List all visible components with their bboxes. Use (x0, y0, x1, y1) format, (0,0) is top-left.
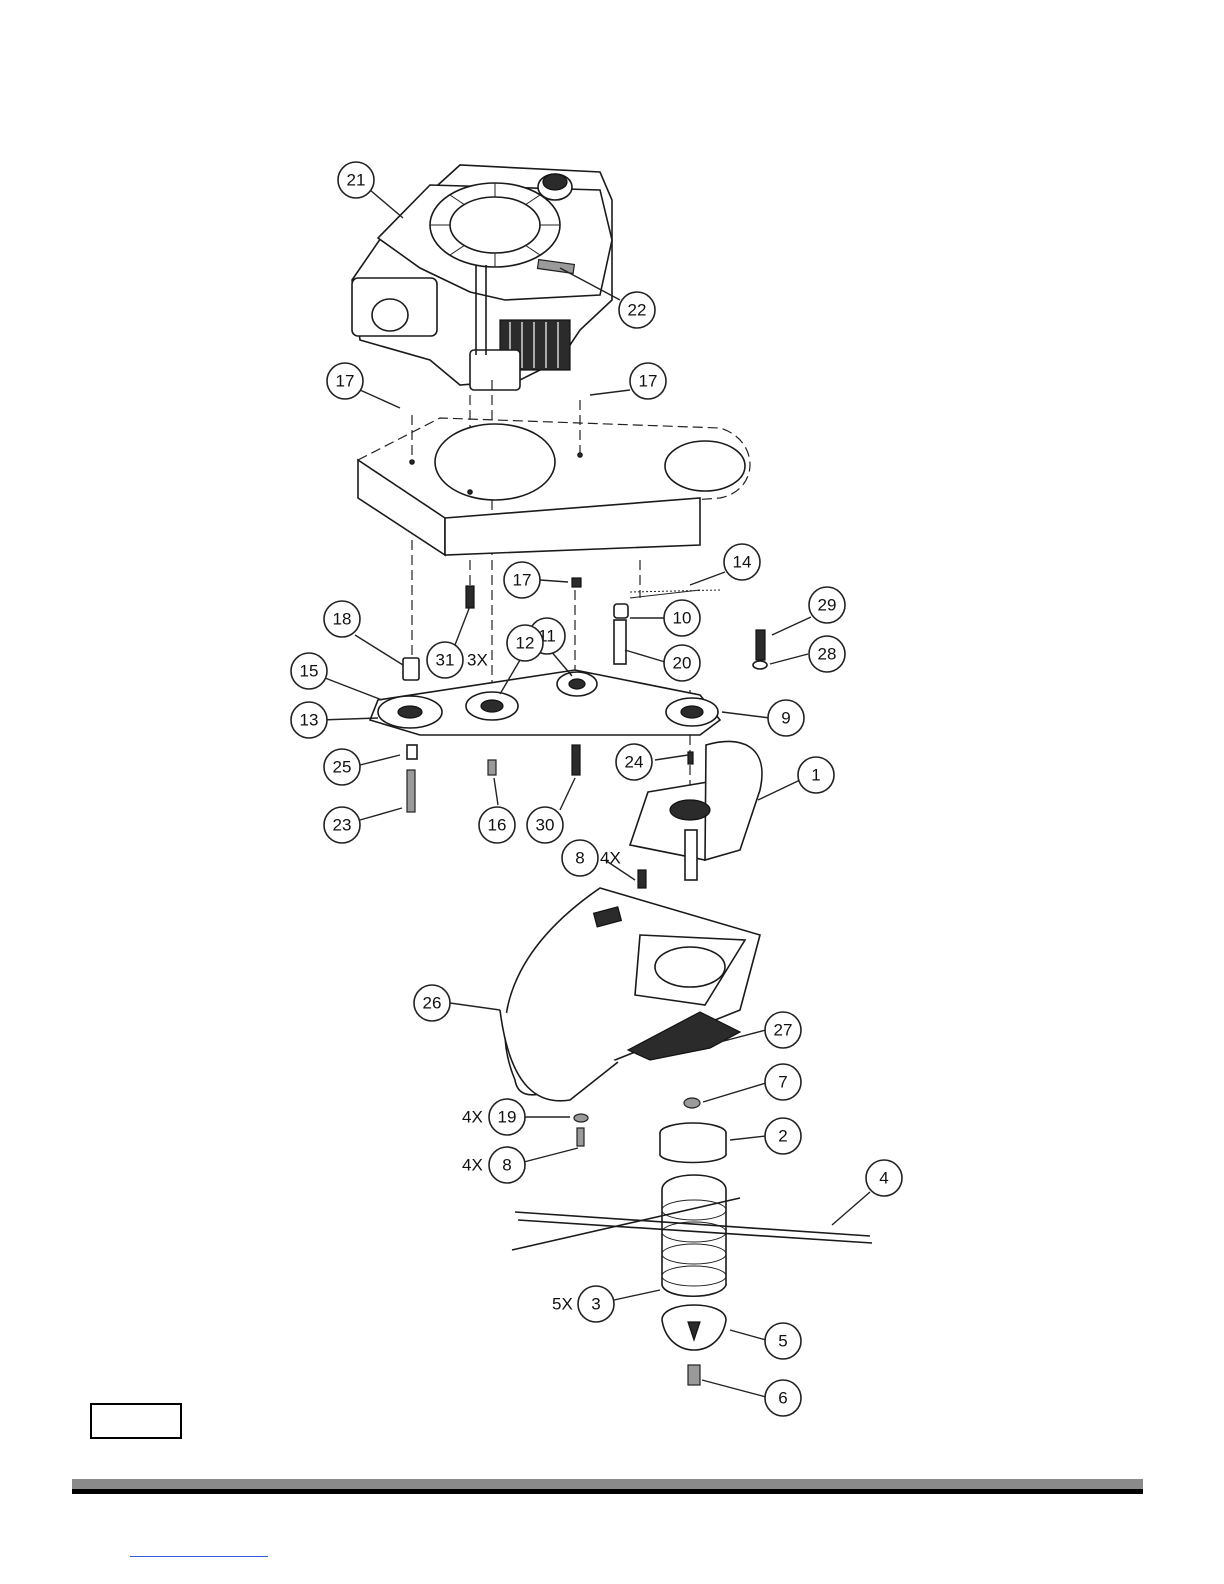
svg-text:8: 8 (575, 849, 584, 868)
page-number-box (90, 1403, 182, 1439)
callout-25: 25 (324, 749, 360, 785)
callout-5: 5 (765, 1323, 801, 1359)
callout-26: 26 (414, 985, 450, 1021)
svg-text:7: 7 (778, 1073, 787, 1092)
callout-1: 1 (798, 757, 834, 793)
callout-10: 10 (664, 600, 700, 636)
svg-text:1: 1 (811, 766, 820, 785)
callout-24: 24 (616, 744, 652, 780)
qty-3: 5X (552, 1295, 573, 1314)
footer-link[interactable] (130, 1556, 268, 1557)
callout-17a: 17 (327, 363, 363, 399)
svg-text:27: 27 (774, 1021, 793, 1040)
callout-13: 13 (291, 702, 327, 738)
callout-27: 27 (765, 1012, 801, 1048)
callout-16: 16 (479, 807, 515, 843)
callout-23: 23 (324, 807, 360, 843)
svg-text:10: 10 (673, 609, 692, 628)
callout-6: 6 (765, 1380, 801, 1416)
callout-2: 2 (765, 1118, 801, 1154)
svg-text:14: 14 (733, 553, 752, 572)
svg-text:28: 28 (818, 645, 837, 664)
callout-30: 30 (527, 807, 563, 843)
qty-31: 3X (467, 651, 488, 670)
callout-7: 7 (765, 1064, 801, 1100)
engine-assembly (352, 165, 612, 390)
svg-text:17: 17 (639, 372, 658, 391)
callout-19: 19 (489, 1099, 525, 1135)
callout-17c: 17 (504, 562, 540, 598)
qty-19: 4X (462, 1108, 483, 1127)
svg-text:15: 15 (300, 662, 319, 681)
callout-8b: 8 (489, 1147, 525, 1183)
callout-22: 22 (619, 292, 655, 328)
svg-text:13: 13 (300, 711, 319, 730)
bolt-8-upper (638, 870, 646, 888)
svg-text:8: 8 (502, 1156, 511, 1175)
svg-text:9: 9 (781, 709, 790, 728)
callout-14: 14 (724, 544, 760, 580)
svg-text:5: 5 (778, 1332, 787, 1351)
callout-21: 21 (338, 162, 374, 198)
callout-12: 12 (507, 625, 543, 661)
callout-8a: 8 (562, 840, 598, 876)
svg-text:17: 17 (513, 571, 532, 590)
svg-text:3: 3 (591, 1295, 600, 1314)
washer-19 (574, 1114, 588, 1122)
callout-29: 29 (809, 587, 845, 623)
trimmer-head-stack (512, 1098, 872, 1385)
cutter-guard (500, 888, 760, 1101)
svg-text:6: 6 (778, 1389, 787, 1408)
svg-text:12: 12 (516, 634, 535, 653)
svg-text:23: 23 (333, 816, 352, 835)
callout-9: 9 (768, 700, 804, 736)
svg-text:16: 16 (488, 816, 507, 835)
qty-8-bottom: 4X (462, 1156, 483, 1175)
svg-text:31: 31 (436, 651, 455, 670)
svg-text:17: 17 (336, 372, 355, 391)
leader-lines (320, 190, 870, 1397)
svg-text:18: 18 (333, 610, 352, 629)
footer-rule (72, 1479, 1143, 1494)
callout-3: 3 (578, 1286, 614, 1322)
svg-text:30: 30 (536, 816, 555, 835)
callout-17b: 17 (630, 363, 666, 399)
deck-plate (358, 418, 750, 555)
callout-31: 31 (427, 642, 463, 678)
svg-text:26: 26 (423, 994, 442, 1013)
svg-text:4: 4 (879, 1169, 888, 1188)
qty-8-top: 4X (600, 849, 621, 868)
svg-text:29: 29 (818, 596, 837, 615)
callout-28: 28 (809, 636, 845, 672)
svg-text:25: 25 (333, 758, 352, 777)
svg-text:22: 22 (628, 301, 647, 320)
callout-4: 4 (866, 1160, 902, 1196)
svg-text:24: 24 (625, 753, 644, 772)
callout-20: 20 (664, 645, 700, 681)
callout-15: 15 (291, 653, 327, 689)
svg-text:21: 21 (347, 171, 366, 190)
svg-text:20: 20 (673, 654, 692, 673)
bolt-8-lower (577, 1128, 584, 1146)
callout-18: 18 (324, 601, 360, 637)
svg-text:2: 2 (778, 1127, 787, 1146)
svg-text:19: 19 (498, 1108, 517, 1127)
